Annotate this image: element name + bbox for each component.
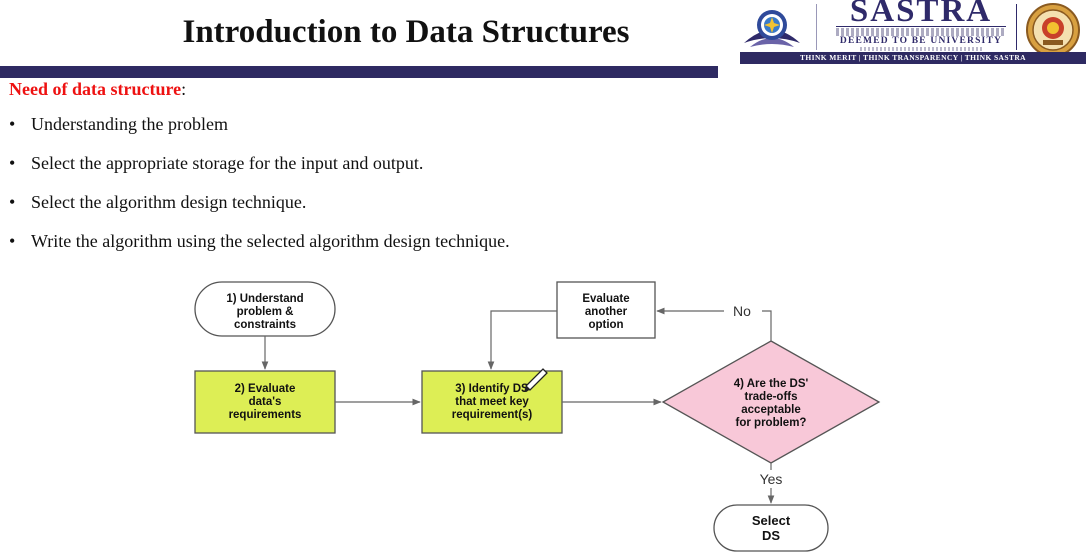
node-identify-ds-line-3: requirement(s)	[452, 409, 533, 421]
node-decision-line-1: 4) Are the DS'	[734, 378, 809, 390]
university-seal-icon	[1026, 3, 1080, 57]
bullet-icon: •	[9, 114, 16, 134]
node-evaluate-requirements: 2) Evaluate data's requirements	[194, 370, 336, 434]
edge-evaluate-to-identify	[487, 310, 557, 370]
edge-label-no: No	[733, 303, 751, 319]
list-item: • Select the algorithm design technique.	[9, 190, 510, 229]
node-understand-line-2: problem &	[237, 306, 294, 318]
logo-divider-right	[1016, 4, 1017, 50]
list-item-text: Select the algorithm design technique.	[31, 192, 307, 212]
node-decision-line-3: acceptable	[741, 404, 800, 416]
edge-no-segment	[762, 310, 772, 341]
slide-header: Introduction to Data Structures	[0, 0, 1086, 68]
logo-divider-left	[816, 4, 817, 50]
node-select-ds-line-1: Select	[752, 513, 791, 528]
logo-fine-print	[836, 28, 1006, 36]
node-understand-line-1: 1) Understand	[226, 293, 303, 305]
node-identify-ds-line-1: 3) Identify DS	[455, 383, 529, 395]
flowchart: 1) Understand problem & constraints 2) E…	[194, 281, 881, 552]
bullet-icon: •	[9, 192, 16, 212]
node-select-ds-line-2: DS	[762, 528, 780, 543]
pen-cursor-icon	[524, 368, 548, 392]
node-evaluate-another-line-2: another	[585, 306, 628, 318]
logo-tagline: THINK MERIT | THINK TRANSPARENCY | THINK…	[740, 52, 1086, 64]
bullet-icon: •	[9, 153, 16, 173]
node-evaluate-another-line-3: option	[588, 319, 623, 331]
logo-rule	[836, 26, 1006, 27]
list-item-text: Understanding the problem	[31, 114, 228, 134]
node-decision-line-4: for problem?	[736, 417, 807, 429]
node-identify-ds: 3) Identify DS that meet key requirement…	[421, 370, 563, 434]
section-heading-colon: :	[181, 79, 187, 99]
title-underline-bar	[0, 66, 718, 78]
section-heading-text: Need of data structure	[9, 79, 182, 99]
bullet-list: • Understanding the problem • Select the…	[9, 112, 510, 268]
bullet-icon: •	[9, 231, 16, 251]
node-select-ds: Select DS	[713, 504, 829, 552]
list-item-text: Write the algorithm using the selected a…	[31, 231, 510, 251]
slide-title: Introduction to Data Structures	[182, 14, 630, 50]
node-evaluate-requirements-line-3: requirements	[229, 409, 302, 421]
list-item: • Write the algorithm using the selected…	[9, 229, 510, 268]
node-decision-line-2: trade-offs	[744, 391, 797, 403]
list-item: • Understanding the problem	[9, 112, 510, 151]
node-evaluate-another: Evaluate another option	[556, 281, 656, 339]
node-evaluate-another-line-1: Evaluate	[582, 293, 629, 305]
list-item: • Select the appropriate storage for the…	[9, 151, 510, 190]
node-understand: 1) Understand problem & constraints	[194, 281, 336, 337]
edge-label-yes: Yes	[760, 471, 783, 487]
logo-wordmark: SASTRA	[849, 0, 993, 29]
node-identify-ds-line-2: that meet key	[455, 396, 529, 408]
node-evaluate-requirements-line-1: 2) Evaluate	[235, 383, 296, 395]
section-heading: Need of data structure:	[9, 79, 186, 100]
node-evaluate-requirements-line-2: data's	[249, 396, 282, 408]
logo-small-print	[860, 47, 982, 51]
list-item-text: Select the appropriate storage for the i…	[31, 153, 424, 173]
university-emblem-icon	[744, 10, 800, 47]
logo-subtitle: DEEMED TO BE UNIVERSITY	[839, 36, 1003, 46]
node-understand-line-3: constraints	[234, 319, 296, 331]
node-decision: 4) Are the DS' trade-offs acceptable for…	[661, 340, 881, 464]
